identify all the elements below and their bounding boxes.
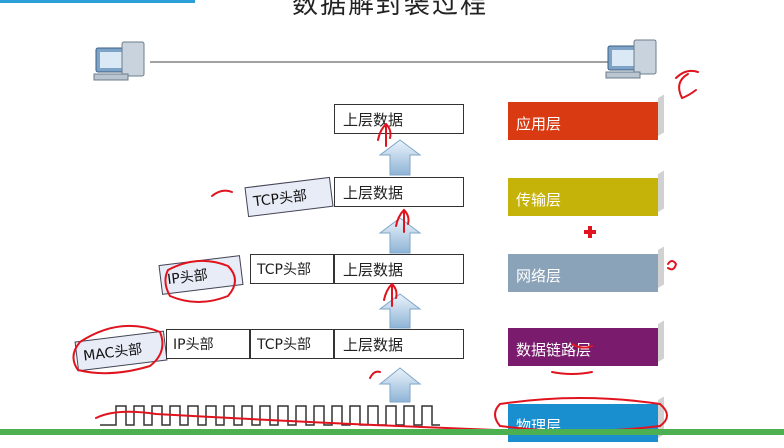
computer-icon [605, 39, 657, 79]
computer-icon [93, 41, 145, 81]
layer-transport: 传输层 [508, 172, 662, 216]
upper-data-box: 上层数据 [334, 329, 464, 359]
red-annotations [72, 69, 699, 432]
top-accent-bar [0, 0, 195, 3]
page-title: 数据解封装过程 [291, 0, 488, 20]
up-arrow-icon [378, 367, 422, 403]
up-arrow-icon [378, 293, 422, 329]
up-arrows [378, 139, 422, 403]
ip-header-box: IP头部 [166, 329, 250, 359]
upper-data-box: 上层数据 [334, 254, 464, 284]
tcp-header-box: TCP头部 [250, 254, 334, 284]
network-link [150, 61, 608, 63]
upper-data-box: 上层数据 [334, 177, 464, 207]
layer-network: 网络层 [508, 248, 662, 292]
up-arrow-icon [378, 139, 422, 176]
bottom-accent-line [0, 429, 784, 435]
red-cross-mark [584, 226, 596, 238]
diagram-canvas: 数据解封装过程 [0, 0, 784, 435]
upper-data-box: 上层数据 [334, 104, 464, 134]
tcp-header-box: TCP头部 [250, 329, 334, 359]
layer-application: 应用层 [508, 96, 662, 140]
